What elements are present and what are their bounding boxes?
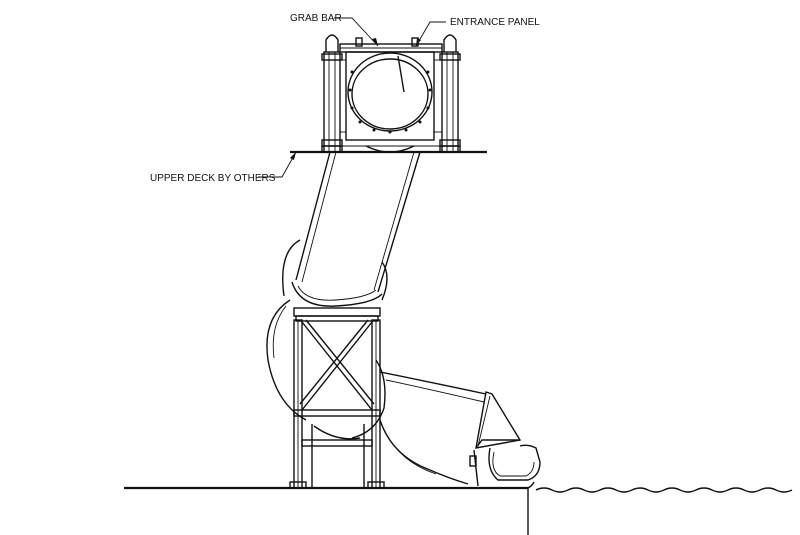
slide-tube-upper bbox=[282, 151, 421, 307]
entrance-panel-label: ENTRANCE PANEL bbox=[450, 17, 540, 28]
upper-deck-arrowhead bbox=[290, 152, 296, 160]
water-surface bbox=[535, 487, 793, 493]
entrance-tower bbox=[321, 34, 461, 153]
upper-deck-leader bbox=[258, 151, 297, 178]
pool-edge bbox=[527, 481, 535, 489]
slide-exit-run bbox=[379, 371, 541, 487]
support-tower bbox=[289, 307, 385, 489]
entrance-panel bbox=[345, 51, 435, 141]
grab-bar-arrowhead bbox=[372, 38, 378, 46]
grab-bar-leader bbox=[334, 17, 379, 47]
grab-bar-label: GRAB BAR bbox=[290, 13, 342, 24]
entrance-panel-leader bbox=[415, 21, 446, 47]
entrance-opening bbox=[347, 52, 433, 132]
upper-deck-label: UPPER DECK BY OTHERS bbox=[150, 173, 276, 184]
entrance-bolts bbox=[348, 70, 432, 134]
